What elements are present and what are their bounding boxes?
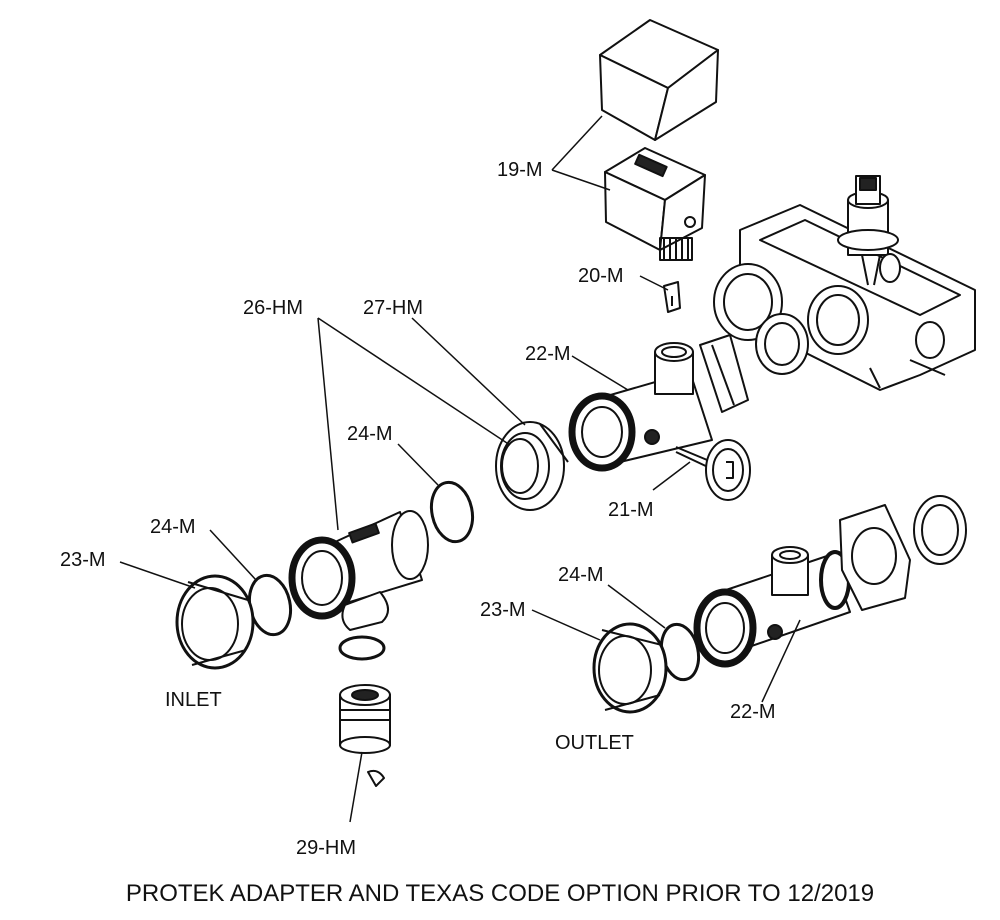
part-29-fitting bbox=[339, 684, 391, 787]
label-24m-middle: 24-M bbox=[347, 423, 393, 445]
part-22-lower-pipe bbox=[693, 546, 851, 668]
label-29hm: 29-HM bbox=[296, 837, 357, 859]
label-24m-outlet: 24-M bbox=[558, 564, 604, 586]
part-20-clip bbox=[663, 281, 681, 313]
part-19-cover bbox=[599, 19, 719, 141]
valve-body bbox=[713, 175, 976, 391]
label-22m-lower: 22-M bbox=[730, 701, 776, 723]
part-26-tee-pipe bbox=[288, 510, 429, 631]
label-27hm: 27-HM bbox=[363, 297, 424, 319]
leader-lines bbox=[119, 115, 801, 823]
part-23-nut-outlet bbox=[592, 622, 668, 714]
label-23m-left: 23-M bbox=[60, 549, 106, 571]
label-19m: 19-M bbox=[497, 159, 543, 181]
label-24m-left: 24-M bbox=[150, 516, 196, 538]
part-oring-bottom bbox=[338, 635, 386, 661]
part-24-oring-middle bbox=[429, 480, 475, 544]
label-26hm: 26-HM bbox=[243, 297, 304, 319]
label-20m: 20-M bbox=[578, 265, 624, 287]
part-19-solenoid bbox=[604, 147, 706, 261]
diagram-caption: PROTEK ADAPTER AND TEXAS CODE OPTION PRI… bbox=[125, 880, 875, 907]
part-right-ring bbox=[913, 495, 967, 565]
part-21-gauge bbox=[675, 439, 751, 501]
label-21m: 21-M bbox=[608, 499, 654, 521]
label-22m-upper: 22-M bbox=[525, 343, 571, 365]
part-27-union-nut bbox=[495, 421, 569, 511]
label-23m-outlet: 23-M bbox=[480, 599, 526, 621]
label-outlet: OUTLET bbox=[555, 732, 634, 754]
part-22-upper-pipe bbox=[568, 334, 749, 472]
label-inlet: INLET bbox=[165, 689, 222, 711]
part-23-nut-inlet bbox=[175, 574, 255, 670]
part-flange bbox=[839, 504, 911, 611]
